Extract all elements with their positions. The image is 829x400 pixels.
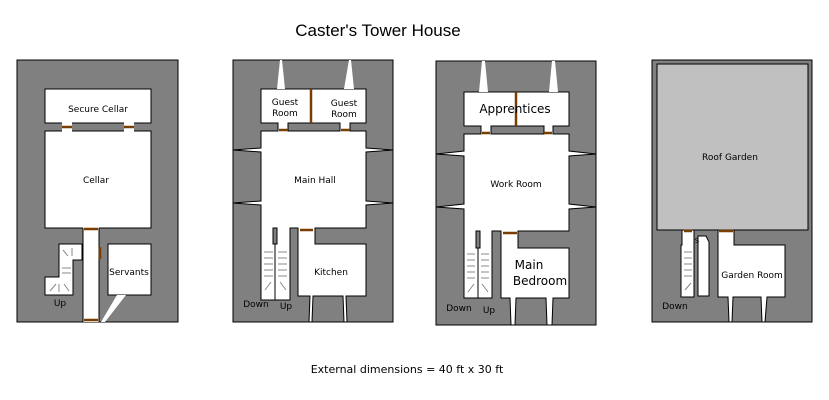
label-up: Up — [54, 299, 67, 309]
label-main-hall: Main Hall — [294, 176, 336, 186]
label-down: Down — [446, 304, 472, 314]
work-room-area — [435, 91, 597, 326]
label-guest-room-1: Guest — [272, 98, 299, 108]
label-work-room: Work Room — [490, 180, 541, 190]
room-secure-cellar — [44, 88, 152, 124]
stairs — [264, 251, 287, 291]
stairs — [467, 253, 489, 293]
floor-work-room: Apprentices Work Room Main Bedroom Down … — [435, 60, 597, 326]
label-s: S — [695, 237, 700, 245]
label-cellar: Cellar — [83, 176, 109, 186]
room-servants — [107, 243, 152, 296]
label-down: Down — [662, 302, 688, 312]
stairs — [684, 251, 692, 291]
room-cellar — [44, 130, 152, 229]
diagram-title: Caster's Tower House — [295, 21, 460, 40]
label-guest-room-2: Guest — [331, 99, 358, 109]
label-up: Up — [483, 306, 496, 316]
label-roof-garden: Roof Garden — [702, 153, 758, 163]
room-garden-room — [717, 229, 786, 323]
dimensions-caption: External dimensions = 40 ft x 30 ft — [311, 363, 504, 376]
floor-cellar: Secure Cellar Cellar Servants Up — [16, 59, 179, 323]
label-main: Main — [515, 258, 544, 272]
label-bedroom: Bedroom — [513, 274, 567, 288]
label-kitchen: Kitchen — [314, 268, 348, 278]
label-up: Up — [280, 302, 293, 312]
floor-main-hall: Guest Room Guest Room Main Hall Kitchen … — [232, 59, 394, 323]
label-servants: Servants — [109, 268, 149, 278]
label-garden-room: Garden Room — [721, 271, 782, 281]
stairs-up — [44, 243, 83, 296]
label-guest-room-1b: Room — [272, 109, 298, 119]
label-secure-cellar: Secure Cellar — [68, 105, 128, 115]
corridor — [83, 227, 99, 322]
label-down: Down — [243, 300, 269, 310]
label-apprentices: Apprentices — [479, 102, 550, 116]
roof-garden — [656, 63, 809, 231]
storage-s — [697, 235, 710, 297]
label-guest-room-2b: Room — [331, 110, 357, 120]
floor-roof: Roof Garden Garden Room S Down — [651, 59, 813, 323]
